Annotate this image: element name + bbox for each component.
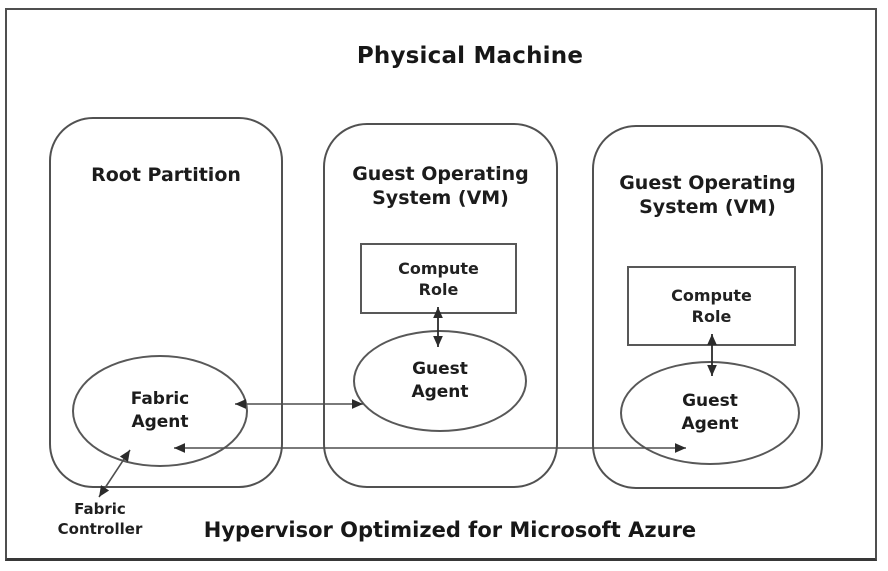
guest-agent-1-ellipse: Guest Agent	[353, 330, 527, 432]
fabric-agent-label: Fabric Agent	[130, 389, 190, 432]
hypervisor-caption: Hypervisor Optimized for Microsoft Azure	[203, 518, 697, 542]
root-partition-label: Root Partition	[91, 164, 241, 186]
compute-role-2-box: Compute Role	[627, 266, 796, 346]
compute-role-2-label: Compute Role	[671, 286, 752, 326]
fabric-agent-ellipse: Fabric Agent	[72, 355, 248, 467]
compute-role-1-box: Compute Role	[360, 243, 517, 314]
fabric-controller-label: Fabric Controller	[57, 500, 143, 538]
guest-agent-2-ellipse: Guest Agent	[620, 361, 800, 465]
guest-agent-1-label: Guest Agent	[411, 359, 469, 402]
guest-agent-2-label: Guest Agent	[681, 391, 739, 434]
guest-os-2-label: Guest Operating System (VM)	[619, 172, 796, 218]
compute-role-1-label: Compute Role	[398, 258, 479, 299]
guest-os-1-label: Guest Operating System (VM)	[352, 163, 529, 209]
diagram-title: Physical Machine	[356, 43, 584, 69]
